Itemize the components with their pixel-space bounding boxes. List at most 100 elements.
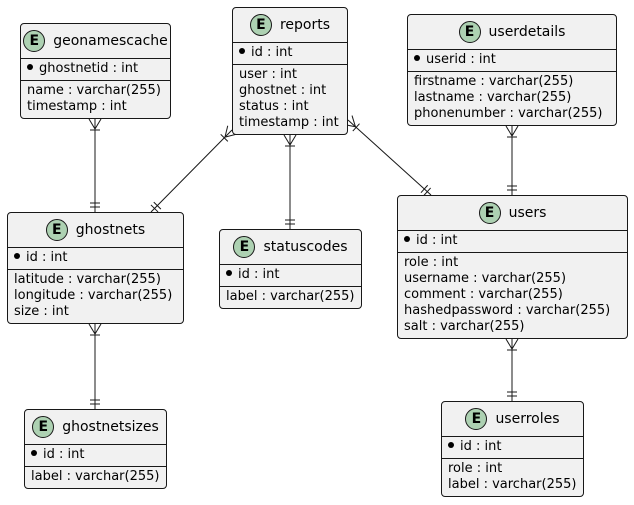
attribute-row: username : varchar(255) (404, 271, 567, 286)
crow-foot-mark (283, 134, 291, 146)
entity-name: userroles (495, 411, 560, 427)
attribute-list: label : varchar(255) (25, 466, 166, 488)
primary-key-label: ghostnetid : int (39, 61, 139, 76)
entity-name: userdetails (488, 24, 566, 40)
primary-key-dot-icon (31, 450, 37, 456)
primary-key-label: userid : int (426, 52, 496, 67)
primary-key-dot-icon (448, 442, 454, 448)
exactly-one-bar (153, 201, 162, 210)
attribute-row: hashedpassword : varchar(255) (404, 303, 611, 318)
entity-name: ghostnets (75, 222, 146, 238)
entity-name: reports (279, 17, 331, 33)
crow-foot-mark (505, 338, 513, 350)
primary-key-label: id : int (238, 267, 280, 282)
primary-key-dot-icon (226, 270, 232, 276)
attribute-row: label : varchar(255) (448, 477, 577, 492)
crow-foot-mark (505, 125, 513, 137)
relationship-line (150, 129, 233, 213)
primary-key-dot-icon (414, 55, 420, 61)
entity-badge-icon: E (478, 202, 501, 224)
relationship-line (347, 119, 432, 196)
primary-key-label: id : int (416, 233, 458, 248)
attribute-row: salt : varchar(255) (404, 319, 525, 334)
primary-key-row: id : int (398, 230, 627, 252)
primary-key-row: id : int (442, 436, 583, 458)
attribute-list: label : varchar(255) (220, 286, 361, 308)
primary-key-row: id : int (25, 444, 166, 466)
entity-name: ghostnetsizes (62, 419, 159, 435)
primary-key-dot-icon (14, 253, 20, 259)
primary-key-dot-icon (404, 236, 410, 242)
primary-key-row: id : int (233, 42, 347, 64)
attribute-row: ghostnet : int (239, 83, 327, 98)
exactly-one-bar (150, 204, 159, 213)
attribute-row: status : int (239, 99, 309, 114)
entity-badge-icon: E (23, 30, 46, 52)
crow-foot-mark (94, 323, 102, 335)
entity-badge-icon: E (45, 219, 68, 241)
exactly-one-bar (423, 187, 432, 196)
crow-foot-mark (224, 125, 229, 138)
entity-badge-icon: E (249, 14, 272, 36)
crow-foot-mark (511, 125, 519, 137)
crow-foot-mark (88, 323, 96, 335)
entity-badge-icon: E (32, 416, 55, 438)
attribute-list: latitude : varchar(255)longitude : varch… (8, 269, 183, 323)
primary-key-dot-icon (239, 48, 245, 54)
attribute-row: role : int (404, 255, 459, 270)
crow-foot-mark (511, 338, 519, 350)
entity-name: geonamescache (53, 33, 168, 49)
attribute-row: latitude : varchar(255) (14, 272, 161, 287)
primary-key-label: id : int (26, 250, 68, 265)
entity-badge-icon: E (465, 408, 488, 430)
crow-foot-mark (351, 115, 356, 127)
attribute-row: longitude : varchar(255) (14, 288, 173, 303)
attribute-row: firstname : varchar(255) (414, 74, 574, 89)
crow-foot-bar (352, 123, 360, 132)
attribute-row: name : varchar(255) (27, 83, 161, 98)
entity-badge-icon: E (233, 236, 256, 258)
attribute-row: lastname : varchar(255) (414, 90, 572, 105)
entity-badge-icon: E (458, 21, 481, 43)
attribute-list: firstname : varchar(255)lastname : varch… (408, 71, 616, 125)
entity-name: statuscodes (263, 239, 348, 255)
primary-key-dot-icon (27, 64, 33, 70)
primary-key-row: userid : int (408, 49, 616, 71)
primary-key-row: id : int (8, 247, 183, 269)
entity-name: users (508, 205, 547, 221)
attribute-row: role : int (448, 461, 503, 476)
primary-key-row: ghostnetid : int (21, 58, 170, 80)
attribute-row: label : varchar(255) (226, 289, 355, 304)
primary-key-label: id : int (460, 439, 502, 454)
attribute-row: phonenumber : varchar(255) (414, 106, 603, 121)
attribute-row: size : int (14, 304, 69, 319)
attribute-row: timestamp : int (239, 115, 339, 130)
primary-key-label: id : int (43, 447, 85, 462)
attribute-list: name : varchar(255)timestamp : int (21, 80, 170, 118)
attribute-row: user : int (239, 67, 297, 82)
primary-key-row: id : int (220, 264, 361, 286)
crow-foot-mark (94, 118, 102, 130)
attribute-row: timestamp : int (27, 99, 127, 114)
primary-key-label: id : int (251, 45, 293, 60)
attribute-row: comment : varchar(255) (404, 287, 563, 302)
